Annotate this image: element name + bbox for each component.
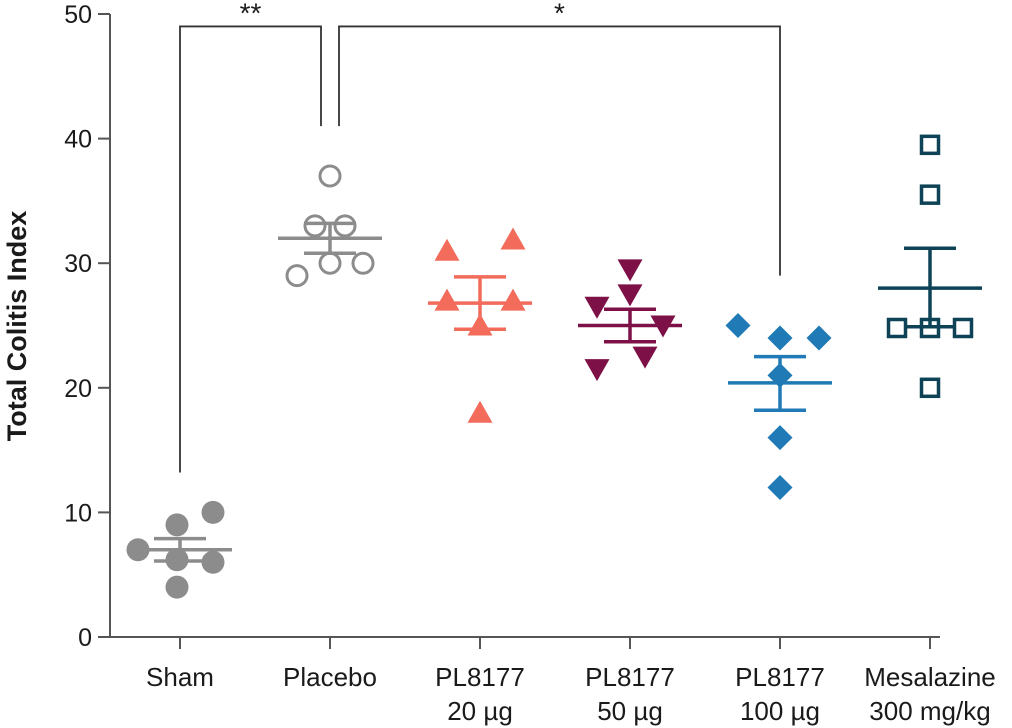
data-point — [165, 513, 189, 537]
y-tick-label: 40 — [64, 126, 92, 154]
data-point — [617, 259, 643, 282]
data-point — [806, 325, 832, 351]
mean-sem-bars — [128, 221, 982, 563]
data-point — [201, 550, 225, 574]
data-point — [952, 317, 974, 339]
data-point — [767, 474, 793, 500]
data-point — [318, 251, 342, 275]
data-point — [767, 425, 793, 451]
data-point — [919, 134, 941, 156]
data-point — [434, 238, 460, 261]
data-point — [165, 575, 189, 599]
x-tick-label: PL8177 — [435, 662, 525, 692]
significance-brackets: *** — [179, 0, 781, 473]
data-point — [632, 346, 658, 369]
data-point — [318, 164, 342, 188]
significance-label: ** — [240, 0, 262, 28]
y-tick-label: 20 — [64, 375, 92, 403]
data-point — [584, 359, 610, 382]
data-point — [434, 288, 460, 311]
data-point — [333, 214, 357, 238]
data-point — [351, 251, 375, 275]
y-axis-label: Total Colitis Index — [2, 211, 32, 442]
data-point — [285, 264, 309, 288]
data-point — [725, 313, 751, 338]
data-point — [919, 377, 941, 399]
y-tick-label: 30 — [64, 250, 92, 278]
x-tick-label: 20 µg — [447, 696, 513, 726]
significance-bracket — [179, 25, 322, 473]
significance-label: * — [554, 0, 565, 28]
x-tick-label: 300 mg/kg — [869, 696, 990, 726]
x-tick-label: Sham — [146, 662, 214, 692]
data-point — [500, 227, 526, 250]
data-point — [886, 317, 908, 339]
y-tick-label: 50 — [64, 1, 92, 29]
data-point — [919, 184, 941, 205]
data-point — [303, 214, 327, 238]
data-point — [617, 284, 643, 307]
significance-bracket — [338, 25, 781, 276]
x-tick-label: Placebo — [283, 662, 377, 692]
x-tick-label: PL8177 — [585, 662, 675, 692]
y-tick-label: 0 — [78, 624, 92, 652]
data-point — [467, 400, 493, 423]
data-points — [126, 134, 974, 599]
x-tick-label: PL8177 — [735, 662, 825, 692]
data-point — [584, 296, 610, 319]
x-tick-label: 100 µg — [740, 696, 820, 726]
x-tick-label: 50 µg — [597, 696, 663, 726]
data-point — [767, 325, 793, 351]
x-tick-label: Mesalazine — [864, 662, 996, 692]
data-point — [201, 500, 225, 524]
y-tick-label: 10 — [64, 499, 92, 527]
data-point — [500, 288, 526, 311]
